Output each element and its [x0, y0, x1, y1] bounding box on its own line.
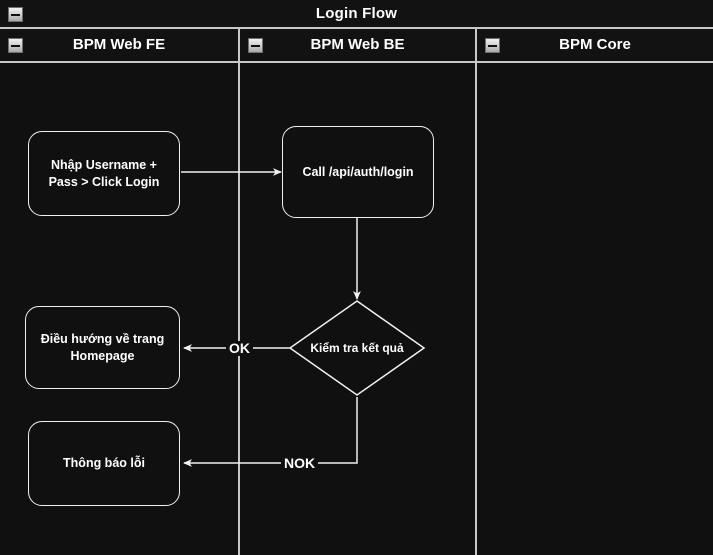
- diagram-title-bar: Login Flow: [0, 0, 713, 29]
- collapse-lane-core-icon[interactable]: [485, 38, 500, 53]
- node-redirect-homepage[interactable]: Điều hướng về trang Homepage: [25, 306, 180, 389]
- node-call-login-api[interactable]: Call /api/auth/login: [282, 126, 434, 218]
- lane-divider-fe-be: [238, 29, 240, 555]
- decision-diamond-shape: [288, 300, 426, 396]
- edge-label-nok: NOK: [281, 456, 319, 471]
- diagram-title: Login Flow: [315, 5, 398, 22]
- lane-header-bpm-core: BPM Core: [477, 29, 713, 63]
- edge-label-ok: OK: [226, 341, 253, 356]
- collapse-lane-be-icon[interactable]: [248, 38, 263, 53]
- lane-header-bpm-web-fe: BPM Web FE: [0, 29, 238, 63]
- lane-body-bpm-core: [477, 63, 713, 555]
- lane-label-bpm-core: BPM Core: [559, 36, 631, 53]
- lane-label-bpm-web-fe: BPM Web FE: [72, 36, 166, 53]
- collapse-lane-fe-icon[interactable]: [8, 38, 23, 53]
- node-input-credentials[interactable]: Nhập Username + Pass > Click Login: [28, 131, 180, 216]
- lane-label-bpm-web-be: BPM Web BE: [310, 36, 405, 53]
- lane-divider-be-core: [475, 29, 477, 555]
- collapse-diagram-icon[interactable]: [8, 7, 23, 22]
- node-check-result[interactable]: Kiểm tra kết quả: [288, 299, 426, 397]
- node-show-error[interactable]: Thông báo lỗi: [28, 421, 180, 506]
- lane-header-bpm-web-be: BPM Web BE: [240, 29, 475, 63]
